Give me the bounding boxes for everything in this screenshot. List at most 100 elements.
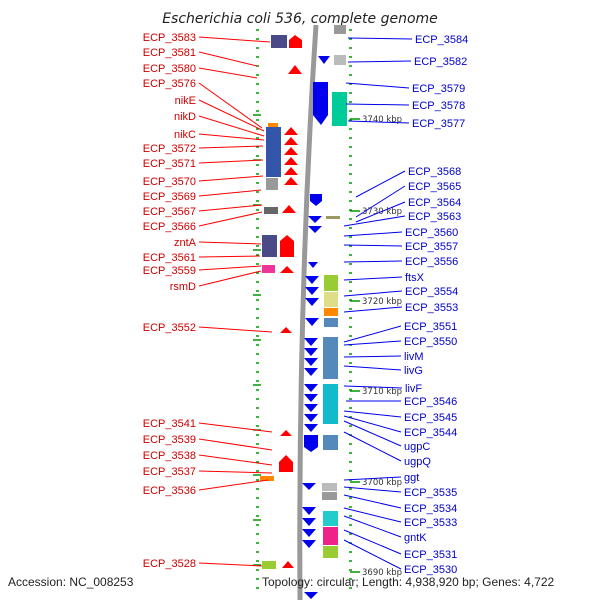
leader-line	[198, 255, 261, 258]
gene-label-left: ECP_3559	[143, 265, 196, 277]
leader-line	[343, 529, 402, 555]
gene-ECP_3528-arrow	[282, 561, 294, 568]
gene-label-left: nikC	[174, 129, 196, 141]
gene-label-right: ECP_3544	[404, 427, 457, 439]
gene-label-left: rsmD	[170, 281, 196, 293]
gene-label-left: ECP_3570	[143, 176, 196, 188]
gene-ECP_3537	[279, 455, 293, 472]
gene-label-right: ECP_3584	[415, 34, 468, 46]
gene-bottom-arrow	[304, 592, 318, 599]
gene-ECP_3536	[260, 476, 274, 481]
left-label-group: ECP_3583ECP_3581ECP_3580ECP_3576nikEnikD…	[143, 32, 273, 570]
leader-line	[343, 306, 403, 313]
gene-label-left: ECP_3580	[143, 63, 196, 75]
gene-ECP_3579	[313, 82, 328, 125]
gene-label-right: ECP_3560	[405, 227, 458, 239]
leader-line	[343, 260, 403, 263]
coord-label: 3700 kbp	[362, 478, 402, 488]
map-title: Escherichia coli 536, complete genome	[162, 11, 438, 27]
gene-ftsX	[324, 292, 338, 307]
leader-line	[343, 244, 403, 247]
gene-ftsX-arrows	[305, 276, 319, 326]
gene-ECP_3578	[332, 92, 347, 126]
leader-line	[198, 99, 265, 132]
leader-line	[198, 211, 263, 227]
leader-line	[198, 204, 263, 212]
gene-ECP_3556	[324, 275, 338, 291]
leader-line	[198, 67, 258, 79]
leader-line	[198, 438, 273, 451]
gene-label-left: ECP_3581	[143, 47, 196, 59]
leader-line	[355, 185, 406, 218]
gene-label-right: ECP_3557	[405, 241, 458, 253]
gene-label-right: ugpC	[404, 441, 430, 453]
gene-ECP_3563	[326, 216, 340, 219]
leader-line	[345, 82, 410, 89]
gene-label-left: nikD	[174, 111, 196, 123]
leader-line	[198, 145, 264, 149]
gene-nik-cluster	[266, 127, 281, 177]
gene-label-right: ECP_3534	[404, 503, 457, 515]
coord-label: 3730 kbp	[362, 207, 402, 217]
leader-line	[347, 37, 413, 40]
leader-line	[198, 159, 264, 164]
leader-line	[343, 410, 402, 418]
leader-line	[343, 415, 402, 433]
gene-label-left: zntA	[174, 237, 197, 249]
gene-label-left: ECP_3571	[143, 158, 196, 170]
leader-line	[198, 270, 262, 287]
gene-label-right: ECP_3533	[404, 517, 457, 529]
leader-line	[198, 189, 262, 197]
leader-line	[343, 215, 406, 227]
gene-label-right: gntK	[404, 532, 427, 544]
gene-label-left: nikE	[175, 95, 196, 107]
leader-line	[343, 507, 402, 523]
gene-label-right: ECP_3568	[408, 166, 461, 178]
right-label-group: ECP_3584ECP_3582ECP_3579ECP_3578ECP_3577…	[343, 34, 468, 576]
gene-ECP_3565	[308, 216, 322, 233]
gene-label-left: ECP_3539	[143, 434, 196, 446]
gene-ECP_3568	[310, 194, 322, 206]
gene-label-left: ECP_3567	[143, 206, 196, 218]
gene-rsmD	[262, 265, 275, 273]
leader-line	[343, 290, 403, 297]
leader-line	[198, 82, 263, 129]
gene-ECP_3570	[266, 178, 278, 190]
gene-ECP_3530	[323, 546, 338, 558]
gene-label-right: ECP_3553	[405, 302, 458, 314]
gene-label-right: ugpQ	[404, 456, 431, 468]
gene-label-right: ECP_3579	[412, 83, 465, 95]
leader-line	[198, 133, 265, 141]
leader-line	[343, 494, 402, 509]
leader-line	[198, 51, 258, 67]
leader-line	[198, 265, 262, 271]
leader-line	[345, 103, 410, 106]
gene-ECP_3534	[322, 483, 337, 491]
leader-line	[198, 470, 273, 474]
gene-ECP_3582	[318, 56, 330, 64]
gene-label-right: ggt	[404, 472, 419, 484]
gene-label-left: ECP_3561	[143, 252, 196, 264]
coord-label: 3740 kbp	[362, 115, 402, 125]
gene-label-left: ECP_3583	[143, 32, 196, 44]
leader-line	[343, 365, 402, 371]
gene-ugp-arrows	[304, 384, 318, 432]
leader-line	[347, 60, 412, 63]
gene-label-left: ECP_3536	[143, 485, 196, 497]
gene-label-right: ECP_3546	[404, 396, 457, 408]
leader-line	[343, 539, 402, 570]
gene-nik-arrows	[284, 127, 298, 185]
leader-line	[198, 422, 273, 433]
leader-line	[343, 476, 402, 481]
gene-label-left: ECP_3569	[143, 191, 196, 203]
gene-label-right: ECP_3577	[412, 118, 465, 130]
gene-ECP_3567	[264, 207, 278, 214]
gene-label-right: ECP_3530	[404, 564, 457, 576]
gene-label-right: ECP_3556	[405, 256, 458, 268]
gene-label-right: ECP_3565	[408, 181, 461, 193]
leader-line	[343, 325, 402, 343]
gene-label-right: livG	[404, 365, 423, 377]
leader-line	[198, 241, 262, 245]
gene-gntK	[323, 511, 338, 526]
